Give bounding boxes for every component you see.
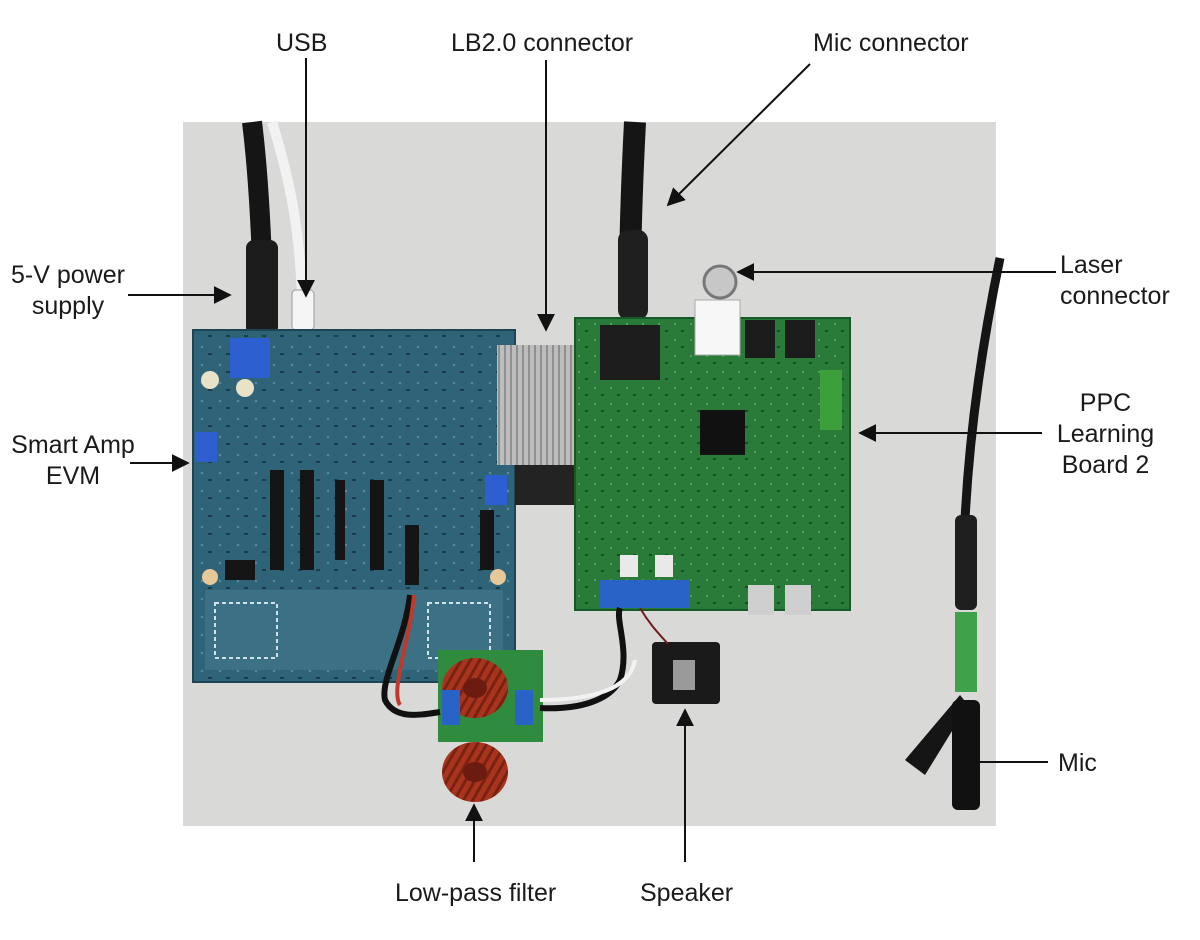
power-supply-label: 5-V power supply (11, 261, 125, 320)
laser-bnc-connector (694, 299, 741, 356)
usb-label: USB (276, 29, 328, 57)
callout-arrows (128, 58, 1056, 862)
lb2-connector-label: LB2.0 connector (451, 29, 634, 57)
smart-amp-evm-label: Smart Amp EVM (11, 431, 135, 490)
processor-chip (700, 410, 745, 455)
mic-label: Mic (1058, 749, 1097, 777)
low-pass-filter-label: Low-pass filter (395, 879, 557, 907)
mic-cable-right (960, 257, 1005, 521)
power-plug (246, 240, 278, 335)
mic-body (952, 700, 980, 810)
mic-adapter (955, 612, 977, 692)
laser-connector-label: Laser connector (1060, 251, 1170, 310)
ppc-learning-board-label: PPC Learning Board 2 (1056, 389, 1155, 479)
speaker-label: Speaker (640, 879, 734, 907)
power-terminal-block (230, 338, 270, 378)
arrow-mic-connector (666, 63, 811, 207)
mic-plug (618, 230, 648, 320)
speaker-terminal-block (600, 580, 690, 608)
mic-connector-label: Mic connector (813, 29, 969, 57)
usb-plug (291, 289, 315, 331)
usb-cable (267, 120, 307, 301)
mic-jack (600, 325, 660, 380)
